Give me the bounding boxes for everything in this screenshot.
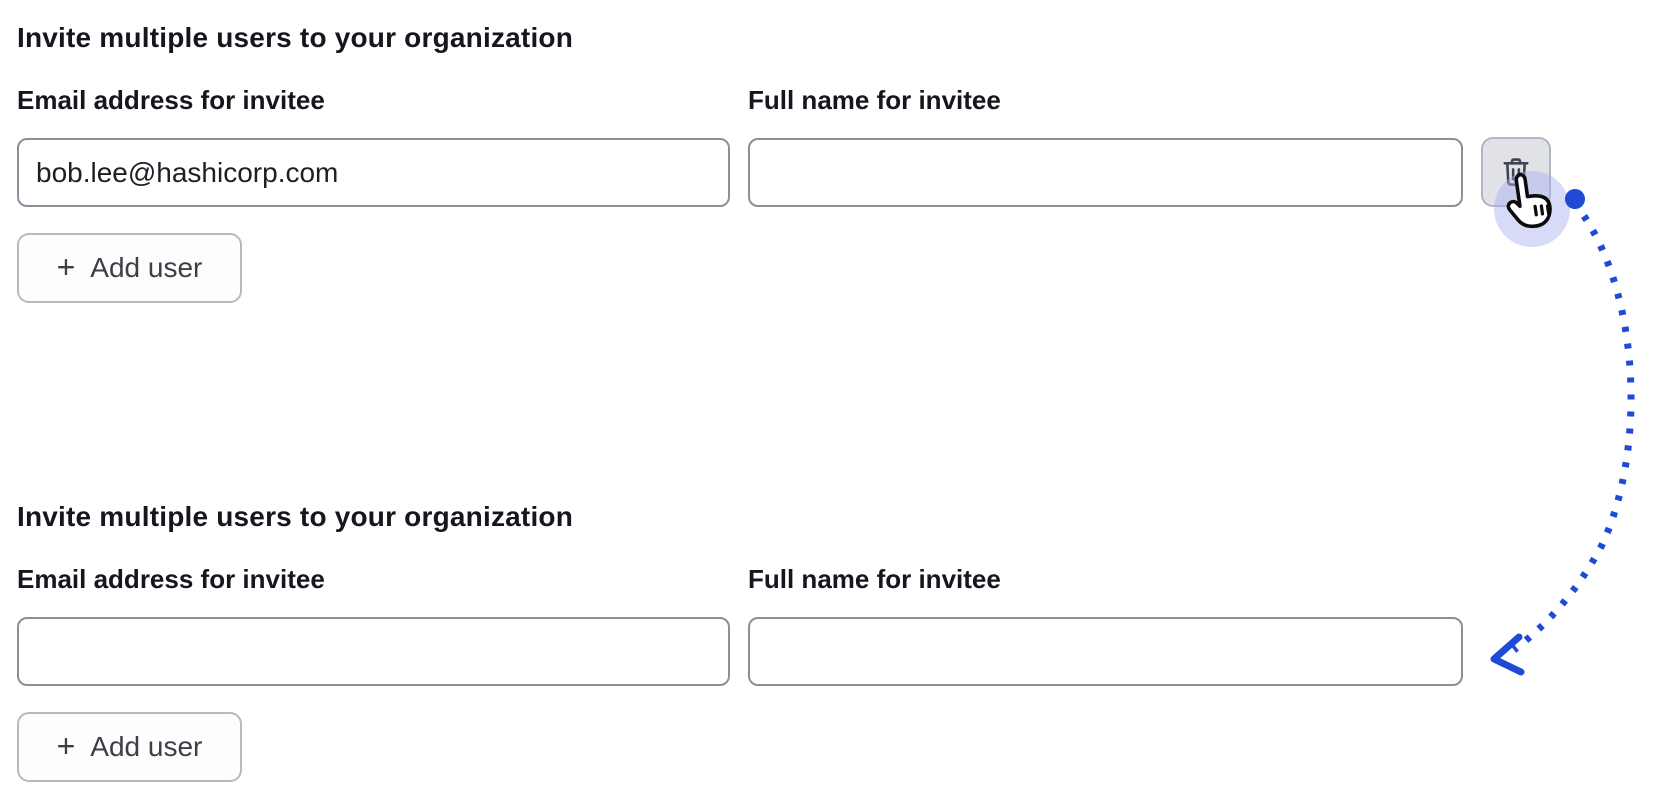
plus-icon: + — [56, 248, 76, 285]
email-label: Email address for invitee — [17, 85, 325, 115]
full-name-field-group: Full name for invitee — [748, 84, 1463, 207]
invite-form-before: Invite multiple users to your organizati… — [17, 21, 1657, 303]
full-name-label: Full name for invitee — [748, 564, 1001, 594]
add-user-button[interactable]: + Add user — [17, 233, 242, 303]
add-user-label: Add user — [90, 252, 203, 283]
invitee-row: Email address for invitee Full name for … — [17, 563, 1657, 686]
full-name-field-group: Full name for invitee — [748, 563, 1463, 686]
email-input[interactable] — [17, 617, 730, 686]
form-heading: Invite multiple users to your organizati… — [17, 22, 574, 53]
full-name-input[interactable] — [748, 138, 1463, 207]
delete-row-button[interactable] — [1481, 137, 1551, 207]
add-user-button[interactable]: + Add user — [17, 712, 242, 782]
add-user-label: Add user — [90, 731, 203, 762]
email-input[interactable] — [17, 138, 730, 207]
email-field-group: Email address for invitee — [17, 563, 730, 686]
trash-icon — [1498, 154, 1534, 190]
full-name-label: Full name for invitee — [748, 85, 1001, 115]
plus-icon: + — [56, 727, 76, 764]
full-name-input[interactable] — [748, 617, 1463, 686]
email-field-group: Email address for invitee — [17, 84, 730, 207]
invitee-row: Email address for invitee Full name for … — [17, 84, 1657, 207]
email-label: Email address for invitee — [17, 564, 325, 594]
form-heading: Invite multiple users to your organizati… — [17, 501, 574, 532]
invite-form-after: Invite multiple users to your organizati… — [17, 500, 1657, 782]
